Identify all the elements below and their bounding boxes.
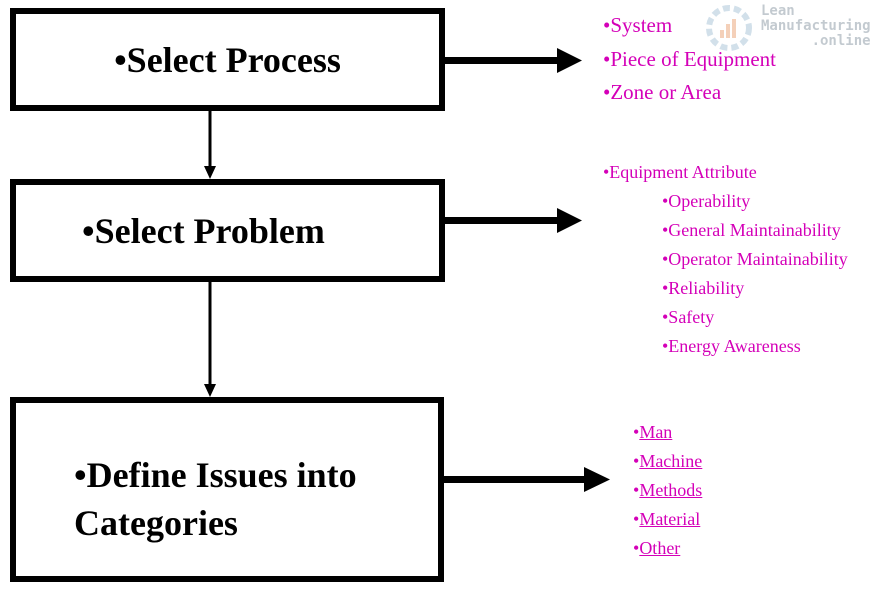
arrow-process-head [557, 48, 582, 73]
arrow-categories-shaft [444, 476, 588, 483]
step-select-process: •Select Process [10, 8, 445, 111]
list-item: •Material [633, 505, 702, 534]
category-link-other[interactable]: Other [639, 538, 681, 558]
bullet: • [633, 422, 640, 442]
watermark-text: Lean Manufacturing .online [761, 4, 871, 49]
gear-chart-icon [706, 5, 752, 51]
bullet: • [633, 538, 640, 558]
step-select-problem: •Select Problem [10, 179, 445, 282]
category-link-man[interactable]: Man [639, 422, 673, 442]
step-select-problem-label: •Select Problem [82, 210, 325, 251]
step-define-issues-line2: Categories [74, 503, 238, 543]
list-item: •Energy Awareness [662, 336, 801, 356]
problem-attributes-list: •Equipment Attribute •Operability •Gener… [603, 158, 848, 361]
bullet: • [633, 451, 640, 471]
arrow-categories-head [584, 467, 610, 492]
step-define-issues-line1: •Define Issues into [74, 455, 357, 495]
list-item: •System [603, 13, 673, 37]
list-header: •Equipment Attribute [603, 162, 757, 182]
bullet: • [633, 480, 640, 500]
watermark-line2: Manufacturing [761, 18, 871, 34]
process-options-list: •System •Piece of Equipment •Zone or Are… [603, 9, 776, 110]
categories-list: •Man •Machine •Methods •Material •Other [633, 418, 702, 563]
list-item: •Zone or Area [603, 80, 722, 104]
category-link-machine[interactable]: Machine [639, 451, 703, 471]
category-link-material[interactable]: Material [639, 509, 701, 529]
list-item: •Reliability [662, 278, 745, 298]
list-item: •General Maintainability [662, 220, 841, 240]
category-link-methods[interactable]: Methods [639, 480, 703, 500]
list-item: •Piece of Equipment [603, 46, 776, 71]
list-item: •Methods [633, 476, 702, 505]
list-item: •Other [633, 534, 702, 563]
list-item: •Man [633, 418, 702, 447]
connector-process-to-problem-head [204, 166, 216, 179]
step-select-process-label: •Select Process [114, 39, 341, 80]
bullet: • [633, 509, 640, 529]
list-item: •Operator Maintainability [662, 249, 848, 269]
arrow-problem-shaft [445, 217, 560, 224]
arrow-process-shaft [445, 57, 560, 64]
watermark-line1: Lean [761, 3, 795, 19]
lean-manufacturing-watermark: Lean Manufacturing .online [703, 2, 875, 54]
connector-problem-to-categories-head [204, 384, 216, 397]
list-item: •Machine [633, 447, 702, 476]
watermark-line3: .online [811, 33, 871, 49]
step-define-issues: •Define Issues into Categories [10, 397, 444, 582]
list-item: •Operability [662, 191, 751, 211]
arrow-problem-head [557, 208, 582, 233]
list-item: •Safety [662, 307, 715, 327]
